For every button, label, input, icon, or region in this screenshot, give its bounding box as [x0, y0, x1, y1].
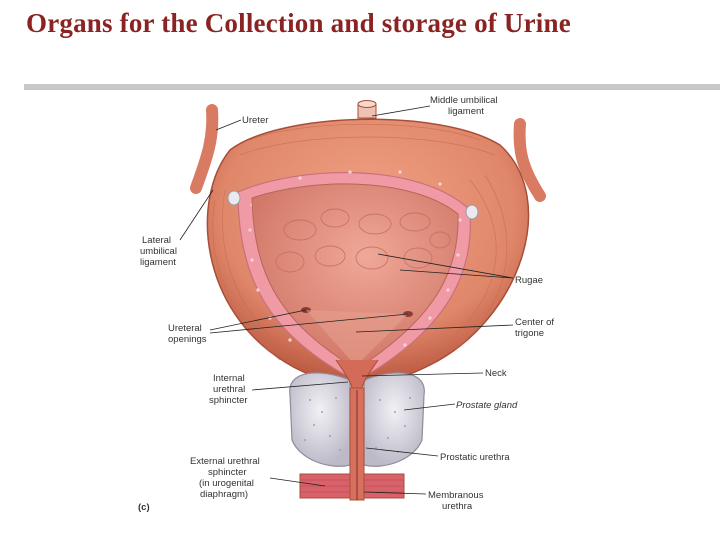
- rugae-folds: [275, 208, 451, 273]
- label-membranous-line1: Membranous: [428, 490, 484, 501]
- leader-lines: [179, 105, 514, 495]
- label-rugae: Rugae: [515, 275, 543, 286]
- label-external-line2: sphincter: [208, 467, 247, 478]
- label-internal-line2: urethral: [213, 384, 245, 395]
- label-middle-umbilical-line2: ligament: [448, 106, 484, 117]
- muscle-fibers: [212, 123, 508, 361]
- label-center-of-trigone: Center of trigone: [515, 317, 557, 339]
- label-internal-line3: sphincter: [209, 395, 248, 406]
- label-internal-line1: Internal: [213, 373, 245, 384]
- label-ureteral-line1: Ureteral: [168, 323, 202, 334]
- label-lateral-line2: umbilical: [140, 246, 177, 257]
- label-lateral-line3: ligament: [140, 257, 176, 268]
- label-trigone-line2: trigone: [515, 328, 544, 339]
- label-ureter: Ureter: [242, 115, 268, 126]
- label-middle-umbilical-line1: Middle umbilical: [430, 95, 498, 106]
- ureter-left: [190, 104, 219, 194]
- label-prostatic-urethra: Prostatic urethra: [440, 452, 510, 463]
- ureter-inlet-right: [465, 204, 479, 220]
- middle-umbilical-ligament: [357, 100, 377, 119]
- label-external-line1: External urethral: [190, 456, 260, 467]
- label-trigone-line1: Center of: [515, 317, 554, 328]
- label-internal-urethral-sphincter: Internal urethral sphincter: [209, 373, 248, 406]
- label-lateral-umbilical-ligament: Lateral umbilical ligament: [140, 235, 180, 268]
- label-middle-umbilical-ligament: Middle umbilical ligament: [430, 95, 500, 117]
- label-external-line4: diaphragm): [200, 489, 248, 500]
- label-neck: Neck: [485, 368, 507, 379]
- label-lateral-line1: Lateral: [142, 235, 171, 246]
- title-divider: [24, 84, 720, 90]
- label-membranous-line2: urethra: [442, 501, 473, 512]
- slide-title: Organs for the Collection and storage of…: [26, 8, 571, 38]
- ureter-inlet-left: [227, 190, 241, 206]
- label-ureteral-openings: Ureteral openings: [168, 323, 207, 345]
- prostate-gland: [289, 372, 425, 467]
- label-ureteral-line2: openings: [168, 334, 207, 345]
- trigone: [306, 310, 408, 366]
- panel-letter: (c): [138, 502, 150, 513]
- label-prostate-gland: Prostate gland: [456, 400, 518, 411]
- label-membranous-urethra: Membranous urethra: [428, 490, 486, 512]
- ureter-right: [513, 118, 546, 202]
- label-external-urethral-sphincter: External urethral sphincter (in urogenit…: [190, 456, 262, 500]
- label-external-line3: (in urogenital: [199, 478, 254, 489]
